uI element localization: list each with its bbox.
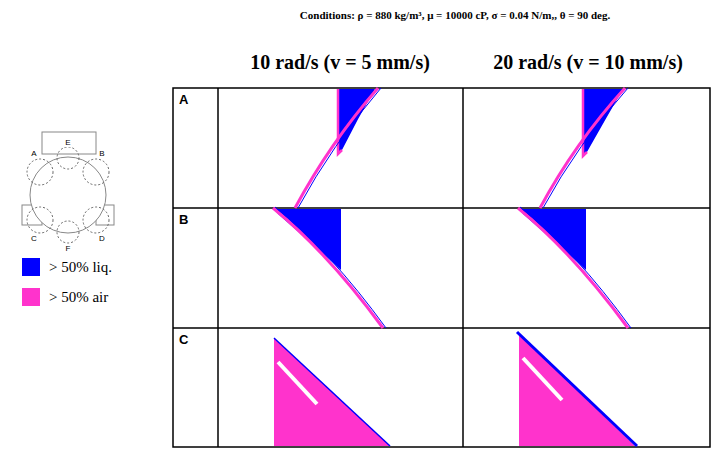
row-label-cell: C	[176, 331, 191, 348]
flow-panel	[273, 207, 386, 328]
legend-text: > 50% liq.	[49, 259, 112, 276]
column-header: 10 rad/s (v = 5 mm/s)	[250, 51, 430, 73]
legend-swatch	[22, 258, 40, 276]
row-label-cell: A	[176, 91, 191, 108]
row-label-cell: B	[176, 211, 191, 228]
location-letter: D	[99, 235, 105, 244]
flow-panel	[518, 207, 631, 328]
flow-panel	[517, 332, 637, 446]
flow-panel	[295, 88, 381, 208]
column-header: 20 rad/s (v = 10 mm/s)	[493, 51, 683, 73]
flow-panel	[274, 338, 390, 446]
legend-text: > 50% air	[49, 289, 108, 306]
schematic	[22, 132, 114, 243]
location-letter: F	[66, 245, 71, 254]
panel-grid	[173, 88, 710, 447]
row-letter: B	[179, 212, 188, 227]
location-letter: C	[31, 235, 37, 244]
location-letter: A	[31, 150, 36, 159]
row-letter: A	[179, 92, 188, 107]
flow-panel	[540, 88, 628, 208]
figure-title: Conditions: ρ = 880 kg/m³, μ = 10000 cP,…	[300, 9, 610, 21]
row-letter: C	[179, 332, 188, 347]
location-letter: B	[99, 150, 104, 159]
location-letter: E	[65, 139, 70, 148]
legend-swatch	[22, 288, 40, 306]
